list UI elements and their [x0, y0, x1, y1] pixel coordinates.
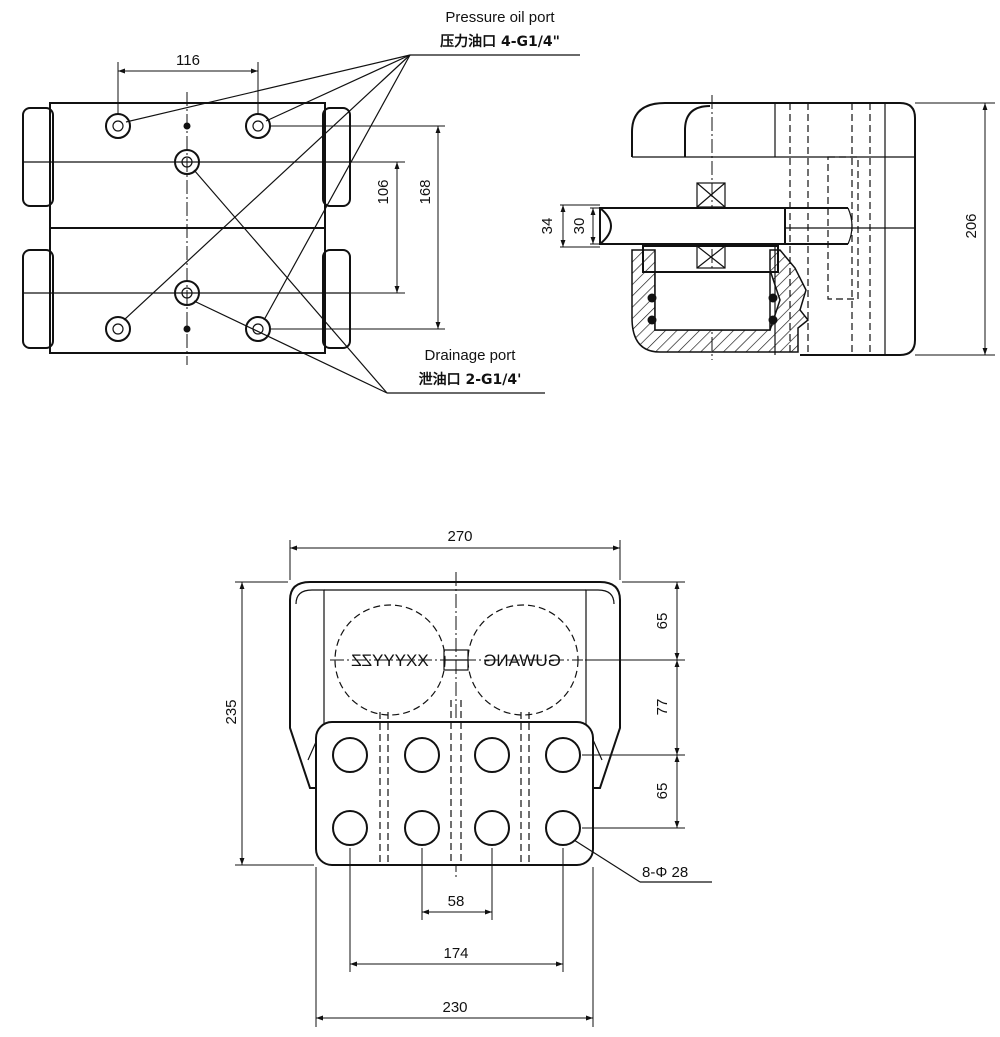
dim-58: 58	[448, 893, 465, 910]
dim-174: 174	[443, 945, 468, 962]
dim-77: 77	[654, 699, 671, 716]
drainage-port-label-cn: 泄油口 2-G1/4'	[419, 371, 522, 388]
dim-106: 106	[375, 179, 392, 204]
dim-65-bottom: 65	[654, 783, 671, 800]
dim-235: 235	[223, 699, 240, 724]
dim-206: 206	[963, 213, 980, 238]
dim-270: 270	[447, 528, 472, 545]
dim-116: 116	[176, 52, 200, 69]
front-view	[235, 540, 712, 1027]
dim-65-top: 65	[654, 613, 671, 630]
dim-30: 30	[571, 218, 588, 235]
top-view	[22, 54, 580, 394]
dim-168: 168	[417, 179, 434, 204]
embossed-text-left: XXYYYZZ	[351, 651, 428, 670]
drainage-port-label-en: Drainage port	[425, 347, 517, 364]
dim-34: 34	[539, 218, 556, 235]
side-view	[560, 95, 995, 360]
pressure-port-label-en: Pressure oil port	[445, 9, 555, 26]
pressure-port-label-cn: 压力油口 4-G1/4"	[440, 33, 560, 50]
dim-230: 230	[442, 999, 467, 1016]
hole-callout: 8-Φ 28	[642, 864, 688, 881]
embossed-text-right: GUWANG	[483, 651, 561, 670]
